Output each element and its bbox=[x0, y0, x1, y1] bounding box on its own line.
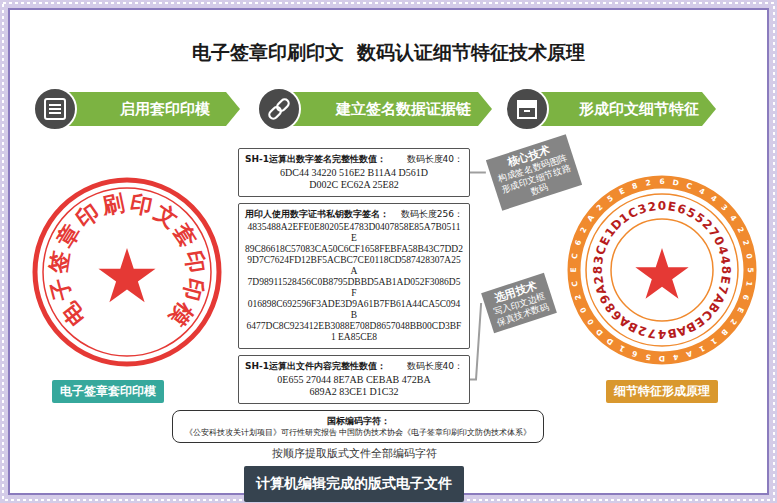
seal-char: 8 bbox=[592, 266, 604, 274]
seal-ring bbox=[611, 219, 713, 321]
node-text: 建立签名数据证据链 bbox=[336, 100, 471, 119]
node-text: SH-1运算出数字签名完整性数值： bbox=[245, 153, 407, 165]
node-body: 数码长度40： bbox=[407, 153, 463, 165]
icon-glyph bbox=[524, 110, 530, 112]
step-banner: 形成印文细节特征 bbox=[530, 92, 716, 126]
link-icon bbox=[258, 88, 300, 130]
node-body: 数码长度40： bbox=[407, 360, 463, 372]
seal-char: 2 bbox=[645, 179, 651, 187]
seal-char: C bbox=[571, 280, 579, 287]
seal-ring bbox=[35, 180, 219, 364]
seal-char: 刷 bbox=[100, 192, 126, 218]
node-body: 数码长度256： bbox=[401, 208, 463, 220]
seal-char: 1 bbox=[745, 281, 753, 287]
seal-char: 签 bbox=[47, 249, 72, 274]
icon-glyph bbox=[49, 104, 61, 106]
frame-inner bbox=[9, 9, 768, 494]
caption-tag: 电子签章套印印模 bbox=[52, 380, 164, 403]
node-body: 6DC44 34220 516E2 B11A4 D561D D002C EC62… bbox=[274, 167, 434, 191]
node-body: 4835488A2EFE0E80205E4783D0407858E85A7B05… bbox=[245, 222, 463, 343]
seal-char: B bbox=[667, 327, 678, 340]
node-text: 形成印文细节特征 bbox=[579, 100, 699, 119]
icon-glyph bbox=[275, 98, 290, 113]
icon-disc bbox=[258, 88, 300, 130]
seal-ring bbox=[586, 194, 738, 346]
seal-char: 5 bbox=[746, 267, 754, 272]
node-body: 《公安科技攻关计划项目》可行性研究报告 中国防伪技术协会《电子签章印刷印文防伪技… bbox=[179, 427, 537, 438]
file-box: 计算机编辑完成的版式电子文件 bbox=[244, 466, 464, 502]
node-text: 电子签章套印印模 bbox=[60, 383, 156, 400]
seal-char: D bbox=[672, 179, 679, 187]
diagram-title: 电子签章印刷印文 数码认证细节特征技术原理 bbox=[0, 40, 777, 66]
callout-box: 核心技术构成签名数码图阵 形成印文细节纹路数码 bbox=[486, 134, 582, 210]
seal-char: 印 bbox=[182, 249, 207, 274]
node-text: 启用套印印模 bbox=[120, 100, 210, 119]
seal-char: 0 bbox=[658, 200, 666, 212]
seal-char: 印 bbox=[128, 192, 154, 218]
callout-box: 选用技术写入印文边框 保真技术数码 bbox=[481, 273, 557, 333]
connector-line bbox=[470, 172, 486, 174]
seal-char: E bbox=[719, 275, 732, 285]
step-banner: 启用套印印模 bbox=[58, 92, 240, 126]
icon-disc bbox=[34, 88, 76, 130]
node-text: SH-1运算出文件内容完整性数值： bbox=[245, 360, 407, 372]
node-text: 计算机编辑完成的版式电子文件 bbox=[256, 475, 452, 493]
frame-pattern bbox=[3, 3, 774, 500]
left-seal bbox=[35, 180, 219, 364]
seal-char: 6 bbox=[659, 178, 664, 186]
connector-line bbox=[470, 303, 481, 380]
banner-arrow-fill bbox=[282, 92, 492, 126]
node-text: 国标编码字符： bbox=[179, 415, 537, 427]
icon-glyph bbox=[49, 112, 61, 114]
seal-star bbox=[635, 248, 688, 299]
caption-tag: 细节特征形成原理 bbox=[606, 380, 718, 403]
seal-ring bbox=[43, 188, 211, 356]
seal-char: 2 bbox=[647, 200, 657, 213]
seal-char: 8 bbox=[720, 266, 732, 274]
seal-char: C bbox=[571, 253, 579, 260]
node-text: 细节特征形成原理 bbox=[614, 383, 710, 400]
seal-star bbox=[98, 248, 155, 302]
code-box: 国标编码字符：《公安科技攻关计划项目》可行性研究报告 中国防伪技术协会《电子签章… bbox=[172, 410, 544, 443]
seal-ring bbox=[574, 182, 750, 358]
icon-glyph bbox=[268, 105, 283, 120]
banner-arrow-fill bbox=[58, 92, 240, 126]
icon-glyph bbox=[45, 99, 65, 119]
node-text: 用印人使用数字证书私钥数字签名： bbox=[245, 208, 401, 220]
step-note: 按顺序提取版式文件全部编码字符 bbox=[272, 446, 437, 461]
data-box: 用印人使用数字证书私钥数字签名：数码长度256： 4835488A2EFE0E80… bbox=[238, 203, 470, 349]
icon-glyph bbox=[49, 108, 61, 110]
icon-glyph bbox=[268, 98, 291, 121]
icon-disc bbox=[506, 88, 548, 130]
seal-char: D bbox=[659, 354, 665, 362]
right-seal bbox=[574, 182, 750, 358]
box-icon bbox=[506, 88, 548, 130]
data-box: SH-1运算出数字签名完整性数值：数码长度40： 6DC44 34220 516E… bbox=[238, 148, 470, 197]
data-box: SH-1运算出文件内容完整性数值：数码长度40： 0E655 27044 8E7A… bbox=[238, 355, 470, 404]
icon-glyph bbox=[518, 107, 536, 118]
seal-char: 4 bbox=[658, 328, 666, 340]
icon-glyph bbox=[517, 100, 537, 106]
seal-char: 3 bbox=[592, 255, 605, 265]
seal-char: E bbox=[570, 267, 578, 272]
node-body: 0E655 27044 8E7AB CEBAB 472BA 689A2 83CE… bbox=[274, 374, 434, 398]
seal-char: 4 bbox=[673, 353, 679, 361]
step-banner: 建立签名数据证据链 bbox=[282, 92, 492, 126]
banner-arrow-fill bbox=[530, 92, 716, 126]
list-icon bbox=[34, 88, 76, 130]
